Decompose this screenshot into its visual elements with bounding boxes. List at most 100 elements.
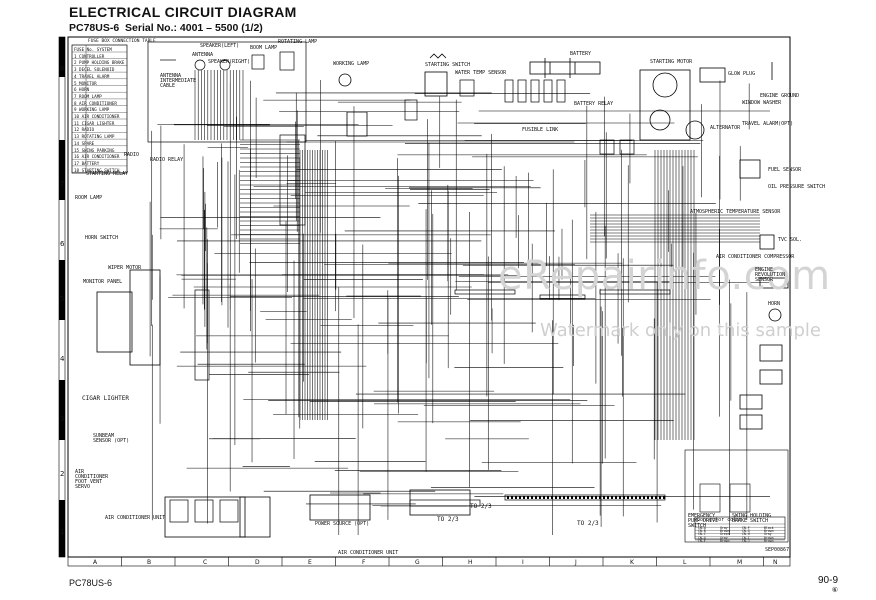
col-label: A (93, 559, 98, 566)
fuse-row: 13 ROTATING LAMP (74, 134, 115, 140)
connector (169, 499, 189, 523)
battery-label: BATTERY (570, 51, 592, 57)
fuse-row: 7 ROOM LAMP (74, 93, 102, 99)
color-table-cell: Brown (720, 529, 730, 534)
connector-pin (643, 496, 645, 499)
doc-code: SEP00867 (765, 547, 790, 553)
color-table-cell: Black (764, 526, 774, 530)
connector-pin (535, 496, 537, 499)
antenna-intermediate-label: ANTENNA INTERMEDIATE CABLE (160, 73, 197, 89)
row-label: 3 (60, 415, 65, 423)
connector-pin (563, 496, 565, 499)
fuel-sensor-label: FUEL SENSOR (768, 167, 802, 173)
cigar-lighter-label: CIGAR LIGHTER (82, 395, 129, 402)
connector-pin (543, 496, 545, 499)
footer-page: 90-9 ⑥ (818, 575, 838, 594)
fuse-row: 18 STARTING SWITCH (74, 167, 120, 173)
fuse-row: FUSE No. SYSTEM (74, 47, 112, 52)
window-washer-label: WINDOW WASHER (742, 100, 782, 106)
color-table-cell: CN-A (698, 526, 706, 530)
alternator-symbol (685, 120, 705, 140)
fuse-row: 5 MONITOR (74, 80, 97, 86)
fuse-row: 3 DECEL SOLENOID (74, 67, 115, 73)
connector-pin (511, 496, 513, 499)
oil-pressure-label: OIL PRESSURE SWITCH (768, 184, 826, 190)
horn-label: HORN (768, 301, 781, 307)
speaker-right-label: SPEAKER(RIGHT) (208, 59, 251, 65)
connector-pin (579, 496, 581, 499)
starting-motor-symbol (639, 69, 691, 141)
to-2-3-label-c: TO 2/3 (470, 503, 492, 510)
connector-pin (547, 496, 549, 499)
connector-pin (591, 496, 593, 499)
connector (539, 294, 586, 300)
connector (530, 79, 540, 103)
row-ruler (58, 36, 66, 558)
connector-pin (663, 496, 665, 499)
radio-relay-label: RADIO RELAY (150, 157, 184, 163)
fuse-row: 14 SPARE (74, 140, 95, 146)
connector-pin (607, 496, 609, 499)
connector-pin (587, 496, 589, 499)
tvc-sol-label: TVC SOL. (778, 237, 803, 243)
col-label: N (773, 559, 778, 566)
col-label: H (468, 559, 473, 566)
starting-switch-label: STARTING SWITCH (425, 62, 471, 68)
color-table-cell: Gray (720, 526, 728, 530)
radio-label: RADIO (124, 152, 140, 158)
battery-relay-label: BATTERY RELAY (574, 101, 614, 107)
fuse-table (71, 44, 128, 174)
connector-pin (527, 496, 529, 499)
speaker-left-label: SPEAKER(LEFT) (200, 43, 240, 49)
to-2-3-label-a: TO 2/3 (437, 516, 459, 523)
col-label: J (575, 559, 577, 566)
connector-pin (599, 496, 601, 499)
boom-lamp-label: BOOM LAMP (250, 45, 278, 51)
connector (459, 79, 475, 97)
horn-switch-label: HORN SWITCH (85, 235, 119, 241)
connector (194, 499, 214, 523)
rotating-lamp-label: ROTATING LAMP (278, 39, 318, 45)
row-label: 2 (60, 470, 65, 478)
watermark-site: eRepairinfo.com (498, 253, 831, 299)
page-subtitle: PC78US-6 Serial No.: 4001 – 5500 (1/2) (69, 22, 263, 34)
connector-pin (639, 496, 641, 499)
color-table-cell: Gray (720, 535, 728, 540)
color-table-cell: CN-B (698, 529, 706, 534)
connector-pin (575, 496, 577, 499)
serial-range: 4001 – 5500 (1/2) (179, 22, 263, 34)
connector (409, 499, 481, 507)
battery-symbol (529, 58, 601, 78)
starting-motor-label: STARTING MOTOR (650, 59, 693, 65)
working-lamp-label: WORKING LAMP (333, 61, 370, 67)
connector (599, 139, 615, 155)
connector-pin (551, 496, 553, 499)
row-label: 1 (60, 528, 65, 536)
page-revision: ⑥ (831, 587, 839, 594)
col-label: F (362, 559, 366, 566)
col-label: D (255, 559, 260, 566)
antenna-label: ANTENNA (192, 52, 214, 58)
color-table-cell: CN-C (698, 532, 706, 537)
fuse-row: 9 WORKING LAMP (74, 107, 110, 113)
color-table-cell: Gray (764, 532, 772, 537)
fuse-row: 4 TRAVEL ALARM (74, 73, 110, 79)
connector-pin (507, 496, 509, 499)
fuse-table-title: FUSE BOX CONNECTION TABLE (88, 39, 156, 44)
connector (556, 79, 566, 103)
col-label: L (683, 559, 687, 566)
color-table-cell: CN-E (698, 538, 706, 543)
engine-revolution-label: ENGINE REVOLUTION SENSOR (755, 267, 786, 283)
page-title: ELECTRICAL CIRCUIT DIAGRAM (69, 4, 297, 20)
row-label: 4 (60, 355, 65, 363)
color-table-cell: Green (720, 532, 730, 537)
connector-pin (619, 496, 621, 499)
row-label: 8 (60, 65, 65, 73)
fuse-row: 10 AIR CONDITIONER (74, 114, 120, 119)
row-label: 6 (60, 240, 65, 248)
color-table (684, 449, 789, 543)
connector-pin (651, 496, 653, 499)
col-label: C (203, 559, 208, 566)
to-2-3-label-b: TO 2/3 (577, 520, 599, 527)
